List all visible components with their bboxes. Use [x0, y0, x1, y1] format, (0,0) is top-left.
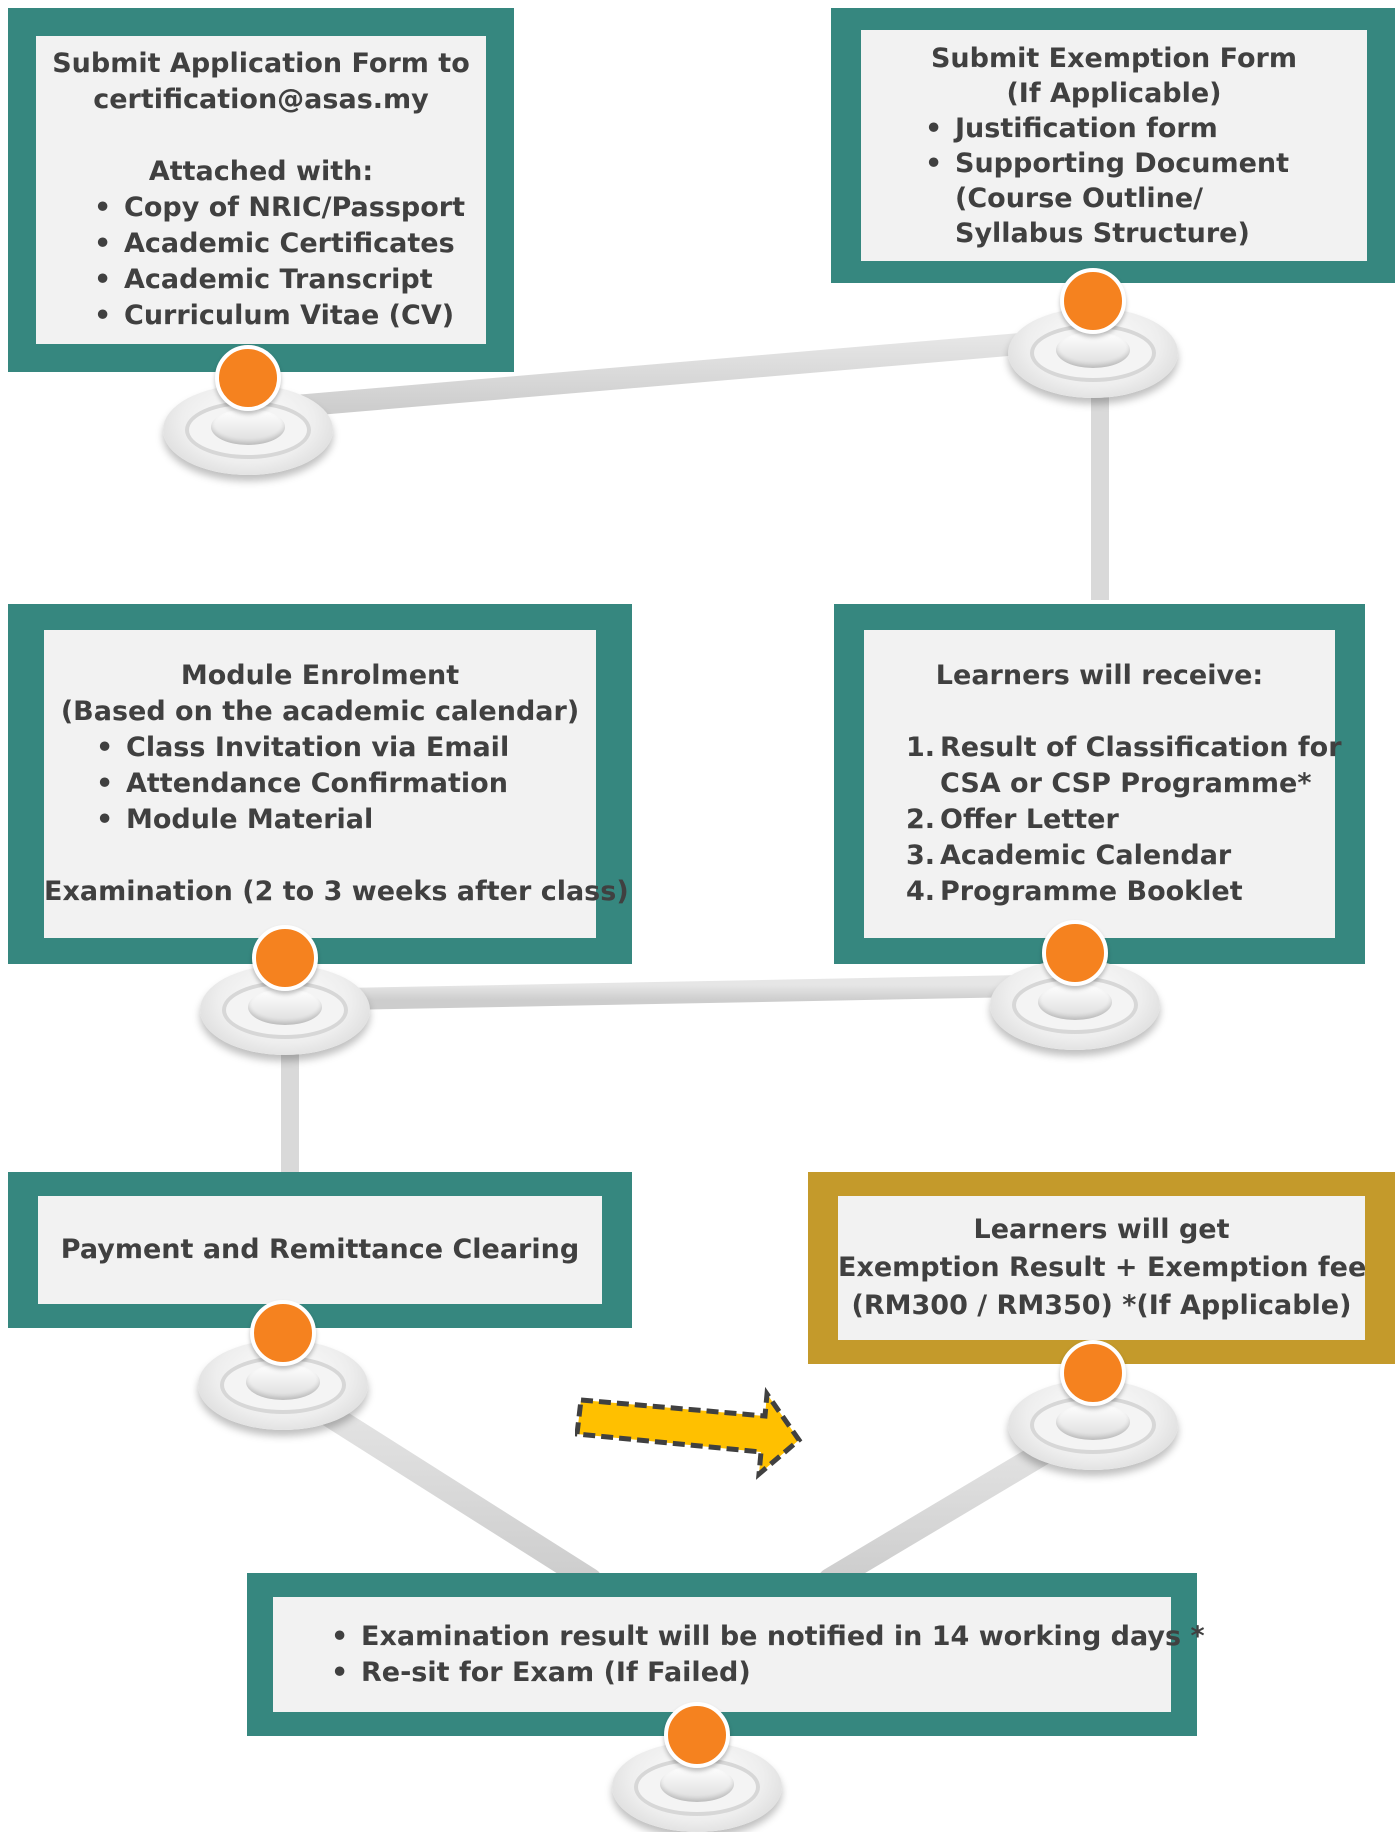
exemption-result-line: (RM300 / RM350) *(If Applicable): [851, 1290, 1352, 1321]
list-item: Attendance Confirmation: [92, 766, 596, 802]
orange-dot-icon: [252, 925, 318, 991]
node-enrolment: [200, 925, 370, 1055]
payment-label: Payment and Remittance Clearing: [60, 1234, 580, 1265]
connector-receive-enrolment: [279, 974, 1086, 1011]
payment-step: Payment and Remittance Clearing: [8, 1172, 632, 1328]
payment-card: Payment and Remittance Clearing: [38, 1196, 602, 1304]
node-exam-result: [612, 1702, 782, 1832]
enrolment-items: Class Invitation via Email Attendance Co…: [92, 730, 596, 838]
item-number: 1.: [906, 732, 936, 763]
exemption-result-card: Learners will get Exemption Result + Exe…: [838, 1196, 1367, 1340]
orange-dot-icon: [1060, 268, 1126, 334]
exemption-result-line: Exemption Result + Exemption fee: [838, 1252, 1367, 1283]
exam-result-step: Examination result will be notified in 1…: [247, 1573, 1205, 1736]
item-text: Offer Letter: [940, 804, 1119, 835]
supporting-document-line: Syllabus Structure): [955, 217, 1250, 249]
connector-payment-result: [278, 1378, 602, 1592]
enrolment-title: Module Enrolment: [180, 660, 460, 691]
receive-items: 1. Result of Classification for CSA or C…: [906, 730, 1342, 910]
exemption-result-line: Learners will get: [973, 1214, 1230, 1245]
supporting-document-line: Supporting Document: [955, 147, 1290, 179]
list-item: Academic Transcript: [90, 262, 486, 298]
list-item: Module Material: [92, 802, 596, 838]
receive-step: Learners will receive: 1. Result of Clas…: [834, 604, 1365, 964]
node-exemption-result: [1008, 1340, 1178, 1470]
receive-spacer: [864, 694, 1335, 730]
exemption-subtitle: (If Applicable): [1006, 77, 1222, 109]
exemption-card: Submit Exemption Form (If Applicable) Ju…: [861, 30, 1367, 261]
list-item: Examination result will be notified in 1…: [327, 1619, 1205, 1655]
list-item: Class Invitation via Email: [92, 730, 596, 766]
exam-result-card: Examination result will be notified in 1…: [273, 1597, 1205, 1712]
connector-application-exemption: [237, 327, 1101, 421]
application-attached-label: Attached with:: [148, 156, 374, 187]
application-card: Submit Application Form to certification…: [36, 36, 486, 344]
node-exemption: [1008, 268, 1178, 398]
list-item: 4. Programme Booklet: [906, 874, 1335, 910]
item-text: Academic Calendar: [940, 840, 1232, 871]
exemption-step: Submit Exemption Form (If Applicable) Ju…: [831, 8, 1395, 283]
list-item: Justification form: [921, 111, 1367, 146]
orange-dot-icon: [250, 1300, 316, 1366]
list-item: Re-sit for Exam (If Failed): [327, 1655, 1171, 1691]
enrolment-spacer: [44, 838, 596, 874]
exemption-title: Submit Exemption Form: [930, 42, 1297, 74]
orange-dot-icon: [215, 345, 281, 411]
list-item: Curriculum Vitae (CV): [90, 298, 486, 334]
list-item: 2. Offer Letter: [906, 802, 1335, 838]
exemption-requirements: Justification form Supporting Document (…: [921, 111, 1367, 251]
orange-dot-icon: [1042, 920, 1108, 986]
supporting-document-line: (Course Outline/: [955, 182, 1204, 214]
item-text: CSA or CSP Programme*: [940, 768, 1312, 799]
application-step: Submit Application Form to certification…: [8, 8, 514, 372]
exam-result-items: Examination result will be notified in 1…: [327, 1619, 1205, 1691]
application-attachments: Copy of NRIC/Passport Academic Certifica…: [90, 190, 486, 334]
enrolment-step: Module Enrolment (Based on the academic …: [8, 604, 632, 964]
enrolment-card: Module Enrolment (Based on the academic …: [44, 630, 629, 938]
node-payment: [198, 1300, 368, 1430]
direction-arrow-icon: [575, 1386, 803, 1480]
node-application: [163, 345, 333, 475]
application-title: Submit Application Form to: [52, 48, 470, 79]
list-item: Academic Certificates: [90, 226, 486, 262]
application-email: certification@asas.my: [93, 84, 429, 115]
item-text: Result of Classification for: [940, 732, 1342, 763]
item-text: Programme Booklet: [940, 876, 1243, 907]
receive-card: Learners will receive: 1. Result of Clas…: [864, 630, 1342, 938]
receive-heading: Learners will receive:: [935, 660, 1264, 691]
application-spacer: [36, 118, 486, 154]
orange-dot-icon: [1060, 1340, 1126, 1406]
list-item: Copy of NRIC/Passport: [90, 190, 486, 226]
orange-dot-icon: [664, 1702, 730, 1768]
list-item: Supporting Document (Course Outline/ Syl…: [921, 146, 1367, 251]
node-receive: [990, 920, 1160, 1050]
item-number: 2.: [906, 804, 936, 835]
list-item: 3. Academic Calendar: [906, 838, 1335, 874]
enrolment-subtitle: (Based on the academic calendar): [60, 696, 580, 727]
list-item: 1. Result of Classification for CSA or C…: [906, 730, 1342, 802]
enrolment-exam-note: Examination (2 to 3 weeks after class): [44, 876, 629, 907]
item-number: 4.: [906, 876, 936, 907]
exemption-result-step: Learners will get Exemption Result + Exe…: [808, 1172, 1395, 1364]
item-number: 3.: [906, 840, 936, 871]
